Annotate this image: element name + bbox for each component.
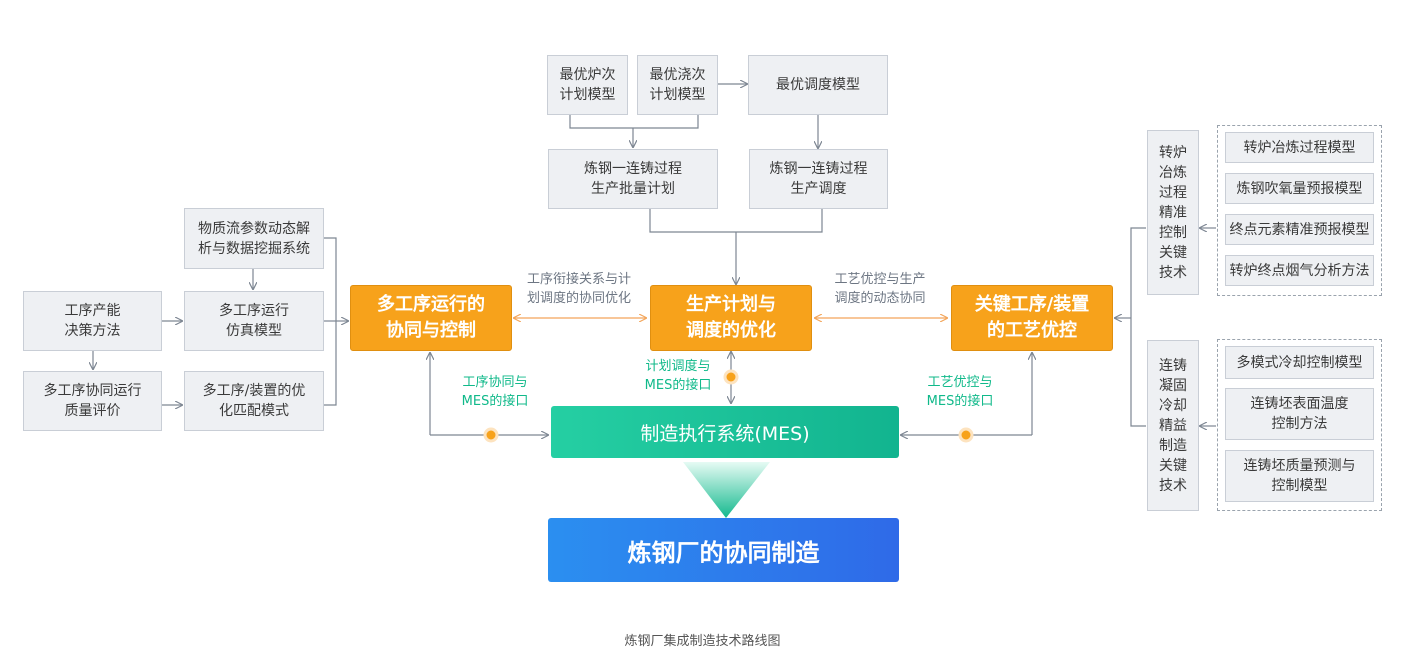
casting-item: 多模式冷却控制模型 <box>1225 346 1374 379</box>
casting-item: 连铸坯表面温度 控制方法 <box>1225 388 1374 440</box>
dispatch-model: 最优调度模型 <box>748 55 888 115</box>
mes-system-node: 制造执行系统(MES) <box>551 406 899 458</box>
right-mes-interface-label: 工艺优控与 MES的接口 <box>926 375 994 409</box>
casting-items-group <box>1217 339 1382 511</box>
multi-process-control-node: 多工序运行的 协同与控制 <box>350 285 512 351</box>
converter-item: 转炉冶炼过程模型 <box>1225 132 1374 163</box>
right-link-note: 工艺优控与生产 调度的动态协同 <box>834 272 926 306</box>
figure-caption: 炼钢厂集成制造技术路线图 <box>624 634 781 649</box>
collaborative-manufacturing-node: 炼钢厂的协同制造 <box>548 518 899 582</box>
left-mes-interface-label: 工序协同与 MES的接口 <box>461 375 529 409</box>
dispatch-box: 炼钢一连铸过程 生产调度 <box>749 149 888 209</box>
casting-plan-model: 最优浇次 计划模型 <box>637 55 718 115</box>
material-flow-system: 物质流参数动态解 析与数据挖掘系统 <box>184 208 324 269</box>
converter-item: 转炉终点烟气分析方法 <box>1225 255 1374 286</box>
converter-items-group <box>1217 125 1382 296</box>
center-mes-interface-label: 计划调度与 MES的接口 <box>644 359 712 393</box>
quality-evaluation: 多工序协同运行 质量评价 <box>23 371 162 431</box>
left-link-note: 工序衔接关系与计 划调度的协同优化 <box>526 272 631 306</box>
casting-item: 连铸坯质量预测与 控制模型 <box>1225 450 1374 502</box>
batch-plan-box: 炼钢一连铸过程 生产批量计划 <box>548 149 718 209</box>
furnace-plan-model: 最优炉次 计划模型 <box>547 55 628 115</box>
down-arrow-icon <box>683 462 770 518</box>
plan-optimization-node: 生产计划与 调度的优化 <box>650 285 812 351</box>
matching-mode: 多工序/装置的优 化匹配模式 <box>184 371 324 431</box>
simulation-model: 多工序运行 仿真模型 <box>184 291 324 351</box>
converter-item: 炼钢吹氧量预报模型 <box>1225 173 1374 204</box>
key-process-control-node: 关键工序/装置 的工艺优控 <box>951 285 1113 351</box>
casting-technology-title: 连铸 凝固 冷却 精益 制造 关键 技术 <box>1147 340 1199 511</box>
connector-dots <box>483 369 974 443</box>
capacity-decision-method: 工序产能 决策方法 <box>23 291 162 351</box>
converter-item: 终点元素精准预报模型 <box>1225 214 1374 245</box>
converter-technology-title: 转炉 冶炼 过程 精准 控制 关键 技术 <box>1147 130 1199 295</box>
